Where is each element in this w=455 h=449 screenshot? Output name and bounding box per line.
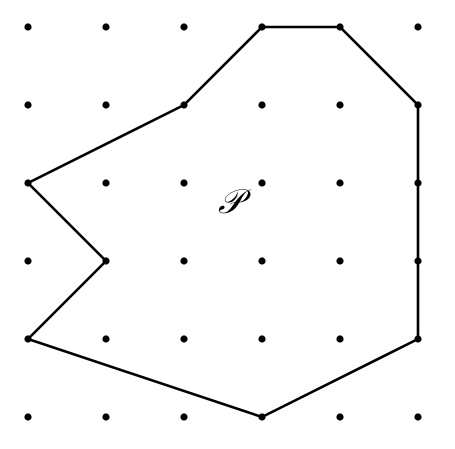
lattice-dot — [258, 179, 266, 187]
lattice-dot — [180, 257, 188, 265]
lattice-dot — [414, 23, 422, 31]
lattice-dot — [102, 335, 110, 343]
lattice-dot — [336, 413, 344, 421]
lattice-dot — [180, 179, 188, 187]
lattice-dot — [102, 179, 110, 187]
lattice-dot — [24, 257, 32, 265]
lattice-dot — [258, 257, 266, 265]
lattice-dot — [336, 335, 344, 343]
lattice-dot — [414, 413, 422, 421]
lattice-dot — [24, 101, 32, 109]
lattice-dot — [180, 413, 188, 421]
lattice-dot — [102, 23, 110, 31]
lattice-dot — [336, 257, 344, 265]
polygon-p-outline — [26, 25, 420, 419]
lattice-dot — [336, 179, 344, 187]
lattice-dot — [180, 23, 188, 31]
lattice-dot — [258, 335, 266, 343]
lattice-dot — [180, 335, 188, 343]
lattice-dot — [258, 101, 266, 109]
polygon-label: 𝒫 — [218, 182, 243, 222]
lattice-dot — [24, 413, 32, 421]
lattice-dots — [24, 23, 422, 421]
lattice-dot — [336, 101, 344, 109]
lattice-dot — [24, 23, 32, 31]
lattice-dot — [102, 413, 110, 421]
lattice-dot — [102, 101, 110, 109]
